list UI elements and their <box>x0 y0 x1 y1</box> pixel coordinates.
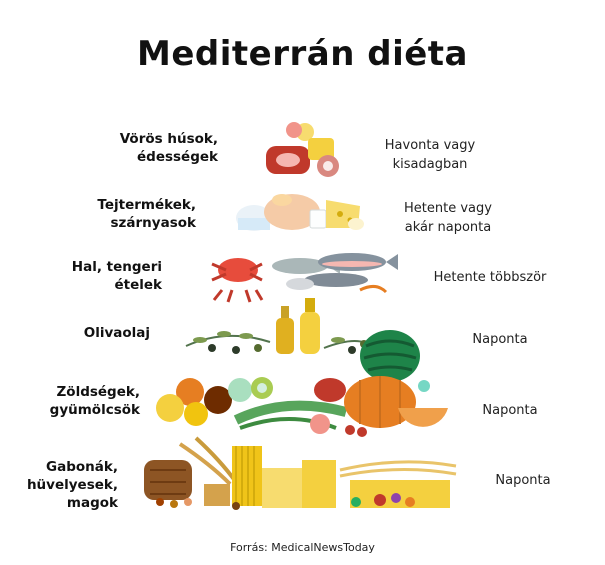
tier-illustration-vegetables <box>156 330 448 437</box>
tier-label-dairy: Tejtermékek, szárnyasok <box>97 197 196 231</box>
tier-label-red-meat: Vörös húsok, édességek <box>119 131 218 165</box>
tier-illustration-dairy <box>236 194 364 231</box>
tier-frequency-red-meat: Havonta vagy kisadagban <box>384 138 476 172</box>
tier-frequency-olive-oil: Naponta <box>472 332 528 347</box>
tier-frequency-fish: Hetente többször <box>433 270 547 285</box>
tier-illustration-fish <box>211 253 398 303</box>
tier-label-grains: Gabonák, hüvelyesek, magok <box>26 459 118 511</box>
tier-label-vegetables: Zöldségek, gyümölcsök <box>49 384 140 418</box>
page-title: Mediterrán diéta <box>137 34 468 74</box>
tier-frequency-vegetables: Naponta <box>482 403 538 418</box>
tier-frequency-grains: Naponta <box>495 473 551 488</box>
tier-frequency-dairy: Hetente vagy akár naponta <box>404 201 492 235</box>
source-caption: Forrás: MedicalNewsToday <box>230 541 375 554</box>
tier-illustration-red-meat <box>266 122 339 177</box>
tier-illustration-olive-oil <box>185 298 375 354</box>
tier-illustration-grains <box>144 436 457 510</box>
tier-label-olive-oil: Olivaolaj <box>83 325 150 341</box>
tier-label-fish: Hal, tengeri ételek <box>71 259 162 293</box>
